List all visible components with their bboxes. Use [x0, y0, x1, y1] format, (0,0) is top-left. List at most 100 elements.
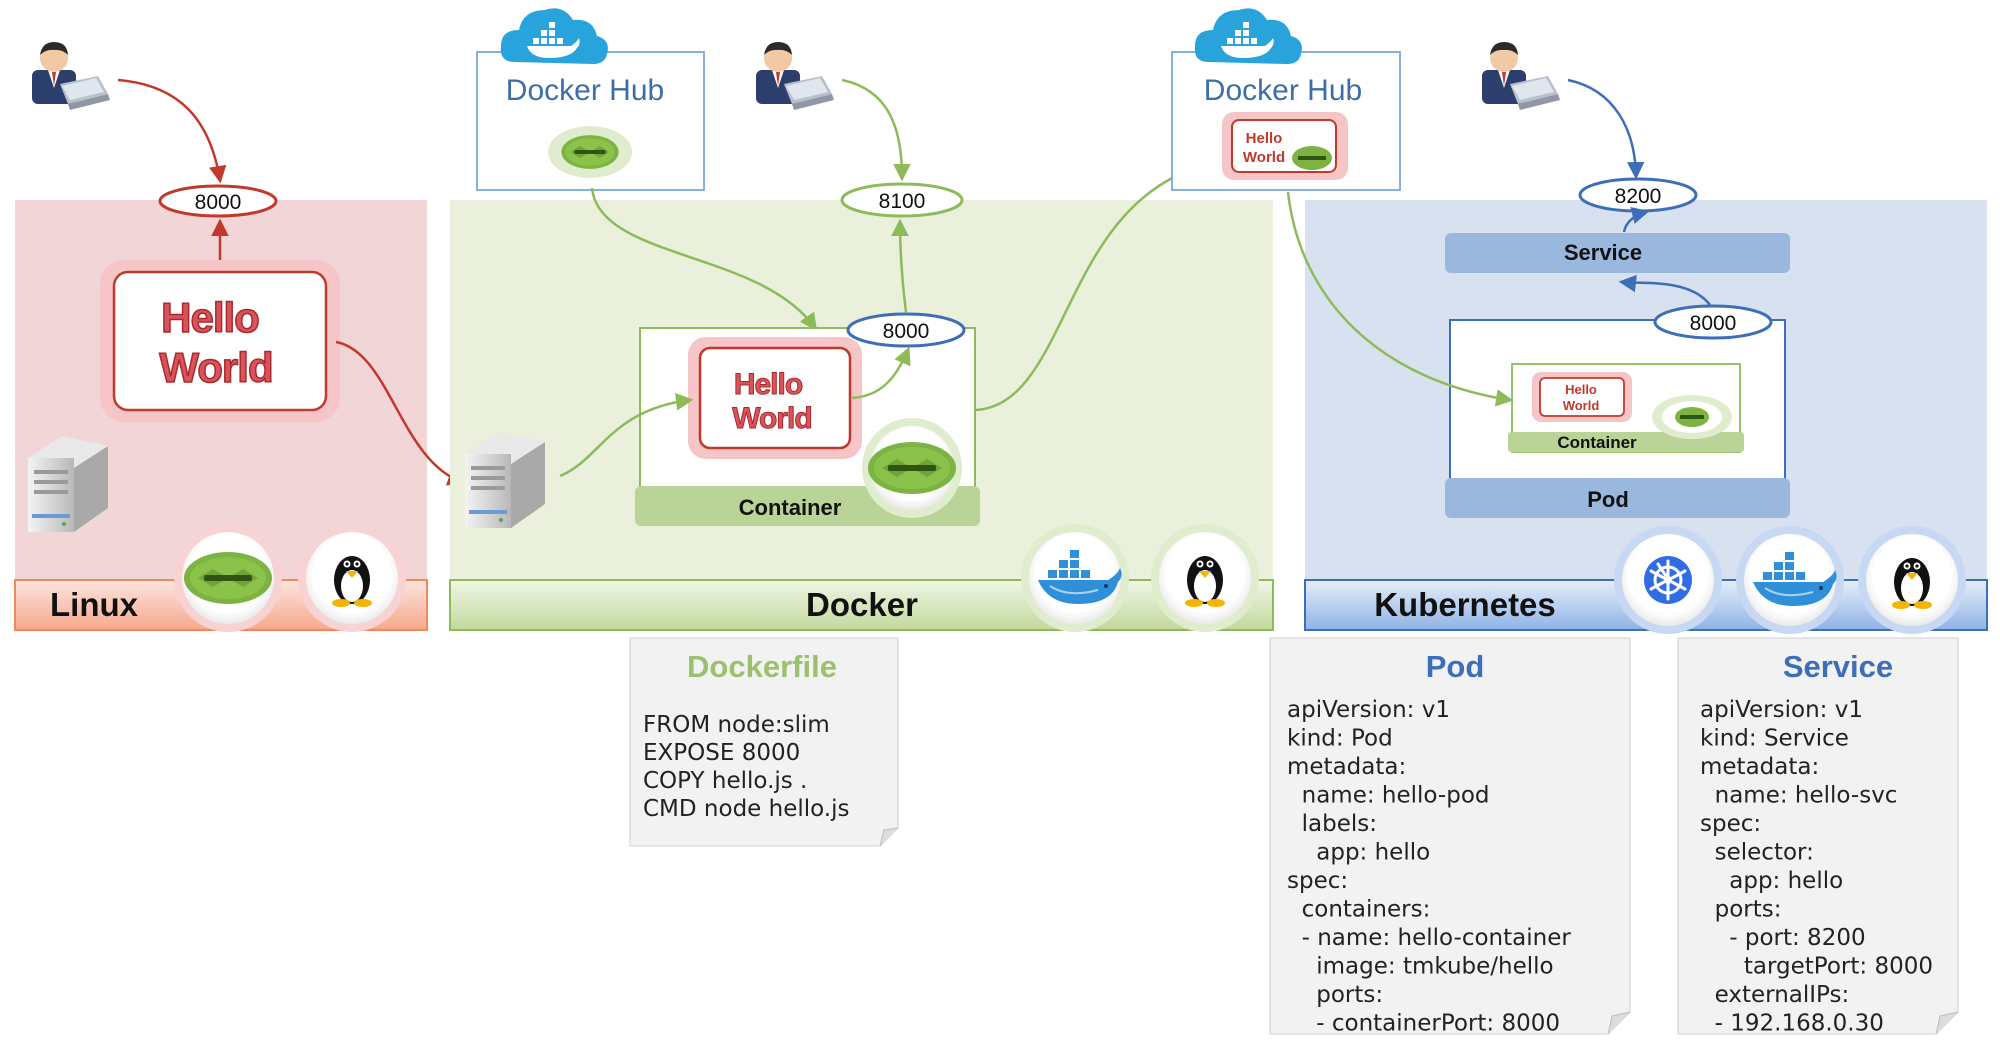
- pod-yaml-line: - containerPort: 8000: [1287, 1011, 1560, 1037]
- linux-hello-text: Hello: [161, 294, 259, 341]
- service-yaml-line: metadata:: [1700, 754, 1819, 780]
- arrow-user-to-port: [841, 78, 911, 182]
- pod-yaml-line: labels:: [1287, 811, 1377, 837]
- kubernetes-panel: Kubernetes Docker Hub Hello World 8200 S…: [1171, 8, 1988, 634]
- pod-yaml-line: apiVersion: v1: [1287, 697, 1450, 723]
- docker-whale-icon: [1736, 526, 1844, 634]
- arrow-service-to-port: [1622, 206, 1650, 233]
- dockerfile-line: COPY hello.js .: [643, 768, 807, 794]
- linux-world-text: World: [159, 344, 272, 391]
- k8s-docker-hub-label: Docker Hub: [1204, 74, 1362, 107]
- k8s-container-label: Container: [1557, 433, 1637, 452]
- service-yaml-line: selector:: [1700, 840, 1814, 866]
- docker-label: Docker: [806, 586, 918, 623]
- k8s-service-label: Service: [1564, 240, 1642, 265]
- pod-yaml-line: spec:: [1287, 868, 1348, 894]
- arrow-user-to-service-port: [1567, 78, 1645, 180]
- service-yaml-line: kind: Service: [1700, 726, 1849, 752]
- dockerfile-line: EXPOSE 8000: [643, 740, 800, 766]
- docker-panel: Docker Docker Hub 8100 Container 8000: [449, 8, 1274, 632]
- docker-external-port-badge: [840, 182, 964, 218]
- pod-yaml-line: kind: Pod: [1287, 726, 1393, 752]
- linux-panel: Linux 8000 Hello World: [14, 42, 466, 632]
- linux-port: 8000: [195, 191, 242, 214]
- user-icon: [756, 42, 834, 110]
- docker-container: Container 8000 Hello World: [635, 312, 980, 526]
- k8s-container: Container Hello World: [1508, 363, 1744, 453]
- service-yaml-line: app: hello: [1700, 868, 1843, 894]
- k8s-pod-port-badge: [1653, 304, 1773, 340]
- arrow-hub-to-container: [590, 187, 818, 331]
- docker-hello-text: Hello: [734, 368, 803, 401]
- tux-linux-icon: [1151, 524, 1259, 632]
- service-yaml-line: apiVersion: v1: [1700, 697, 1863, 723]
- arrow-linux-to-docker: [335, 340, 466, 486]
- tux-linux-icon: [1858, 526, 1966, 634]
- k8s-pod-port: 8000: [1690, 312, 1737, 335]
- arrow-hub-to-k8s-container: [1286, 191, 1514, 407]
- k8s-world-text: World: [1563, 398, 1600, 413]
- service-yaml-line: ports:: [1700, 897, 1782, 923]
- pod-yaml-line: name: hello-pod: [1287, 783, 1490, 809]
- service-yaml-line: externalIPs:: [1700, 982, 1849, 1008]
- dockerfile-line: CMD node hello.js: [643, 796, 850, 822]
- arrow-pod-to-service: [1618, 274, 1712, 306]
- arrow-container-to-k8s-hub: [974, 160, 1209, 412]
- hub-world-text: World: [1243, 149, 1285, 166]
- pod-yaml-line: image: tmkube/hello: [1287, 954, 1554, 980]
- hub-hello-text: Hello: [1246, 130, 1283, 147]
- service-yaml-line: - 192.168.0.30: [1700, 1011, 1884, 1037]
- service-yaml-title: Service: [1783, 649, 1893, 684]
- kubernetes-label: Kubernetes: [1374, 586, 1556, 623]
- hub-image-nodejs-icon: [548, 126, 632, 178]
- k8s-pod-bar: [1445, 478, 1790, 518]
- k8s-container-nodejs-icon: [1652, 395, 1732, 439]
- arrow-app-to-container-port: [851, 346, 911, 400]
- k8s-hello-text: Hello: [1565, 382, 1597, 397]
- user-icon: [1482, 42, 1560, 110]
- arrow-server-to-container: [559, 393, 694, 478]
- pod-yaml-line: ports:: [1287, 982, 1383, 1008]
- service-yaml-line: targetPort: 8000: [1700, 954, 1933, 980]
- service-yaml-note: Service apiVersion: v1 kind: Servicemetad…: [1677, 637, 1959, 1037]
- dockerfile-title: Dockerfile: [687, 649, 837, 684]
- service-yaml-line: spec:: [1700, 811, 1761, 837]
- service-yaml-line: - port: 8200: [1700, 925, 1866, 951]
- pod-yaml-line: app: hello: [1287, 840, 1430, 866]
- linux-label: Linux: [50, 586, 139, 623]
- docker-hub-label: Docker Hub: [506, 74, 664, 107]
- docker-container-label: Container: [739, 495, 842, 520]
- pod-yaml-line: containers:: [1287, 897, 1430, 923]
- nodejs-logo-icon: [174, 524, 282, 632]
- docker-hub-cloud-icon: [500, 8, 608, 64]
- k8s-pod-label: Pod: [1587, 487, 1629, 512]
- linux-port-badge: [158, 184, 278, 218]
- docker-external-port: 8100: [879, 190, 926, 213]
- pod-yaml-line: metadata:: [1287, 754, 1406, 780]
- pod-yaml-line: - name: hello-container: [1287, 925, 1571, 951]
- docker-hub-box: Docker Hub: [476, 8, 705, 191]
- tux-linux-icon: [298, 524, 406, 632]
- docker-whale-icon: [1021, 524, 1129, 632]
- user-icon: [32, 42, 110, 110]
- arrow-user-to-port: [117, 78, 227, 184]
- docker-bar: [449, 579, 1274, 631]
- k8s-service-port: 8200: [1615, 185, 1662, 208]
- service-yaml-line: name: hello-svc: [1700, 783, 1897, 809]
- kubernetes-helm-icon: [1614, 526, 1722, 634]
- k8s-service-bar: [1445, 233, 1790, 273]
- pod-yaml-title: Pod: [1426, 649, 1485, 684]
- arrow-container-to-external-port: [891, 218, 909, 313]
- docker-hub-cloud-icon: [1194, 8, 1302, 64]
- docker-container-port-badge: [846, 312, 966, 348]
- container-nodejs-icon: [862, 418, 962, 518]
- dockerfile-line: FROM node:slim: [643, 712, 830, 738]
- docker-world-text: World: [732, 402, 811, 435]
- docker-container-port: 8000: [883, 320, 930, 343]
